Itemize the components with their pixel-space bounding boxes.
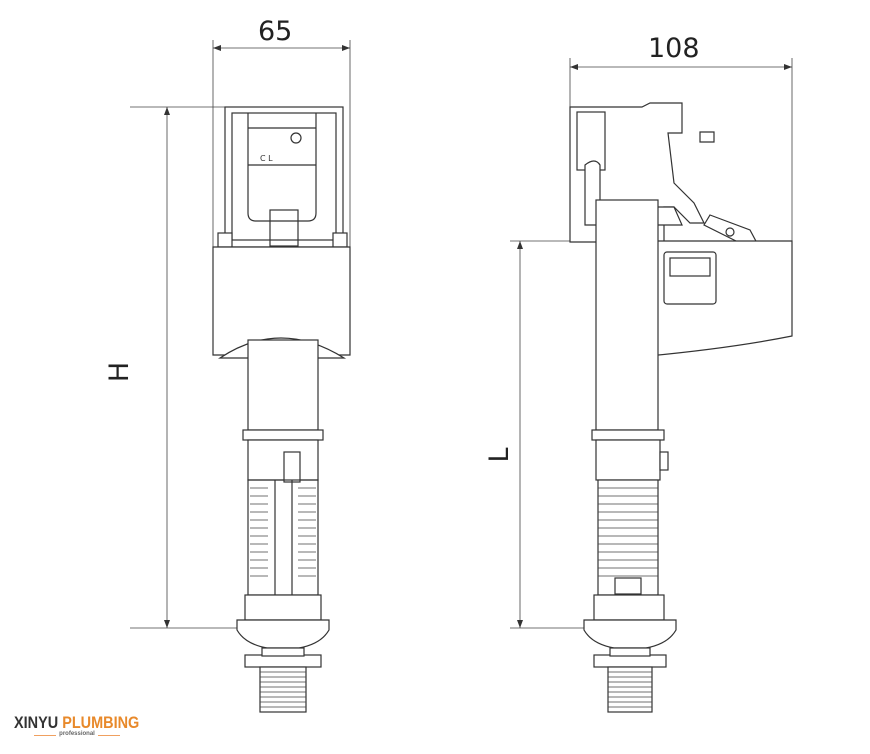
side-view — [569, 102, 793, 713]
dimension-65-label: 65 — [258, 16, 292, 47]
logo-tagline: professional — [34, 731, 120, 737]
brand-logo: XINYU PLUMBING — [14, 713, 139, 733]
side-thread — [607, 666, 653, 713]
part-marking: C L — [260, 154, 273, 163]
dimension-h-label: H — [104, 362, 135, 382]
front-thread — [259, 666, 307, 713]
dimension-108-label: 108 — [648, 33, 700, 64]
dimension-l-label: L — [484, 447, 515, 462]
front-spring — [247, 479, 319, 596]
dimension-height: H — [104, 106, 245, 629]
front-view: C L — [212, 106, 351, 713]
dimension-width-front: 65 — [212, 16, 351, 250]
side-spring — [597, 479, 659, 596]
dimension-width-side: 108 — [569, 33, 793, 250]
logo-brand-accent: PLUMBING — [62, 713, 140, 732]
logo-brand-dark: XINYU — [14, 713, 59, 732]
